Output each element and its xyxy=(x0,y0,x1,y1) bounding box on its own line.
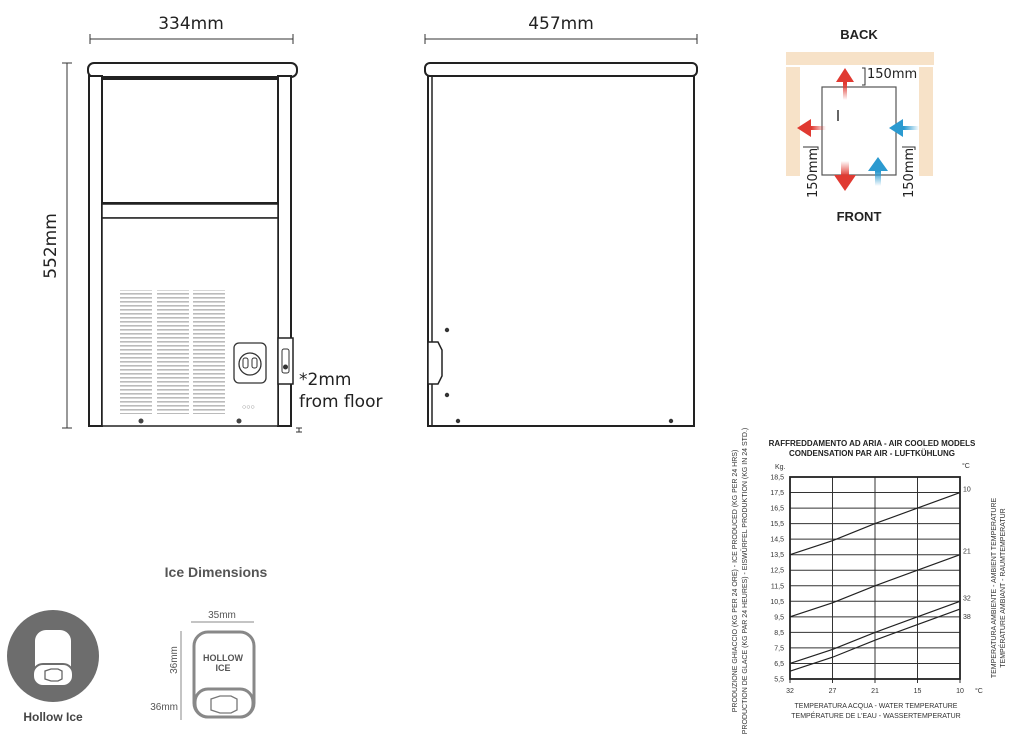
right-unit: °C xyxy=(962,462,970,470)
vent-grille xyxy=(193,290,225,414)
ice-cube-text-1: HOLLOW xyxy=(203,653,243,663)
series-label: 32 xyxy=(963,595,971,602)
back-wall xyxy=(786,52,934,65)
width-dimension: 334mm xyxy=(89,14,294,44)
door xyxy=(101,78,279,204)
y-tick-label: 10,5 xyxy=(770,599,784,606)
width-label: 334mm xyxy=(158,14,224,34)
y-tick-label: 11,5 xyxy=(771,583,784,590)
power-switch xyxy=(277,337,294,385)
ice-dimensions-title: Ice Dimensions xyxy=(165,564,268,580)
hot-air-down-arrow xyxy=(834,161,856,191)
cold-air-up-arrow xyxy=(868,157,888,186)
right-gap-label: 150mm xyxy=(902,148,917,198)
series-label: 38 xyxy=(963,614,971,621)
plot-frame xyxy=(789,476,961,680)
screw-icon xyxy=(138,418,144,424)
series-label: 10 xyxy=(963,487,971,494)
y-axis-label: PRODUZIONE GHIACCIO (KG PER 24 ORE) - IC… xyxy=(732,450,739,713)
left-gap-label: 150mm xyxy=(806,148,821,198)
clearance-diagram: BACK 150mm 150mm 150mm FRONT xyxy=(786,27,934,224)
right-axis-label: TEMPERATURA AMBIENTE - AMBIENT TEMPERATU… xyxy=(991,497,998,678)
y-tick-label: 18,5 xyxy=(770,475,784,482)
height-dimension: 552mm xyxy=(41,62,72,429)
ice-height-label: 36mm xyxy=(169,646,180,674)
series-line-38 xyxy=(789,608,961,672)
chart-title: RAFFREDDAMENTO AD ARIA - AIR COOLED MODE… xyxy=(769,439,976,448)
front-view: 334mm 552mm ○○○ *2mm from floor xyxy=(41,14,382,433)
x-tick-label: 10 xyxy=(956,688,964,695)
series-label: 21 xyxy=(963,549,971,556)
y-unit: Kg. xyxy=(775,464,786,471)
x-tick-label: 27 xyxy=(829,688,837,695)
chart-subtitle: CONDENSATION PAR AIR - LUFTKÜHLUNG xyxy=(789,449,955,458)
right-axis-label-2: TEMPÉRATURE AMBIANT - RAUMTEMPERATUR xyxy=(998,508,1007,667)
depth-dimension: 457mm xyxy=(424,14,698,44)
y-tick-label: 12,5 xyxy=(770,568,784,575)
indicator-leds: ○○○ xyxy=(242,404,255,411)
x-tick-label: 21 xyxy=(871,688,879,695)
y-tick-label: 16,5 xyxy=(770,506,784,513)
height-label: 552mm xyxy=(41,213,61,279)
y-tick-label: 14,5 xyxy=(770,537,784,544)
y-tick-label: 13,5 xyxy=(770,552,784,559)
screw-icon xyxy=(236,418,242,424)
control-knob xyxy=(233,342,267,384)
x-tick-label: 32 xyxy=(786,688,794,695)
ice-width-label: 35mm xyxy=(208,610,236,621)
ice-cube-text-2: ICE xyxy=(215,663,230,673)
ice-section: Ice Dimensions Hollow Ice 35mm 36mm 36mm… xyxy=(7,564,268,724)
y-tick-label: 5,5 xyxy=(774,677,784,684)
y-tick-label: 17,5 xyxy=(770,490,784,497)
production-chart: RAFFREDDAMENTO AD ARIA - AIR COOLED MODE… xyxy=(732,428,1007,735)
hollow-ice-label: Hollow Ice xyxy=(23,710,83,724)
cold-air-in-arrow xyxy=(889,119,919,137)
side-switch xyxy=(427,341,443,385)
y-tick-label: 9,5 xyxy=(774,614,784,621)
top-gap-label: 150mm xyxy=(867,67,917,82)
ice-depth-label: 36mm xyxy=(150,702,178,713)
x-unit: °C xyxy=(975,687,983,695)
hot-air-up-arrow xyxy=(836,68,854,100)
front-label: FRONT xyxy=(837,209,882,224)
depth-label: 457mm xyxy=(528,14,594,34)
hot-air-left-arrow xyxy=(797,119,826,137)
vent-grille xyxy=(157,290,189,414)
y-tick-label: 6,5 xyxy=(774,661,784,668)
machine-outline xyxy=(821,86,897,176)
y-tick-label: 8,5 xyxy=(774,630,784,637)
x-axis-label-2: TEMPÉRATURE DE L'EAU - WASSERTEMPERATUR xyxy=(791,711,961,720)
series-line-32 xyxy=(789,600,961,665)
floor-note-line2: from floor xyxy=(299,392,382,412)
series-line-21 xyxy=(789,554,961,618)
y-tick-label: 7,5 xyxy=(774,645,784,652)
side-panel xyxy=(427,75,695,427)
series-line-10 xyxy=(789,491,961,556)
y-axis-label-2: PRODUCTION DE GLACE (KG PAR 24 HEURES) -… xyxy=(741,428,749,735)
top-lid xyxy=(87,62,298,78)
y-tick-label: 15,5 xyxy=(770,521,784,528)
right-wall xyxy=(919,67,933,176)
vent-grille xyxy=(120,290,152,414)
side-view: 457mm xyxy=(424,14,698,427)
left-wall xyxy=(786,67,800,176)
floor-note-line1: *2mm xyxy=(299,370,351,390)
x-axis-label: TEMPERATURA ACQUA - WATER TEMPERATURE xyxy=(795,703,958,710)
x-tick-label: 15 xyxy=(914,688,922,695)
back-label: BACK xyxy=(840,27,878,42)
